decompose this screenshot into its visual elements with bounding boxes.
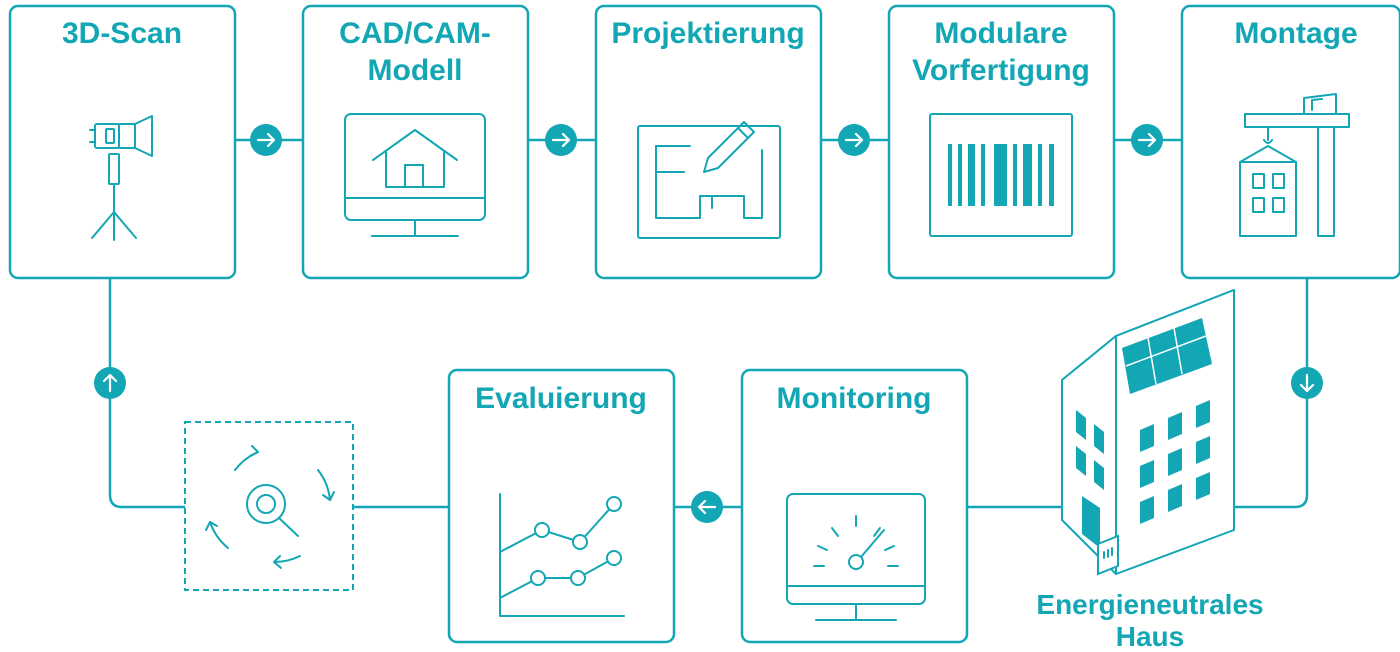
arrow-left-icon [691,491,723,523]
camera-tripod-icon [89,115,153,241]
arrow-right-icon [545,124,577,156]
monitor-gauge-icon [786,493,926,621]
step-title-line1: Modulare [934,17,1067,50]
cycle-box [184,421,354,591]
step-title-line2: Vorfertigung [912,54,1090,87]
arrow-up-icon [94,367,126,399]
house-label-line2: Haus [1116,621,1184,652]
step-montage: Montage [1180,4,1400,280]
cycle-gear-search-icon [205,445,335,569]
step-title: Evaluierung [475,382,647,415]
energy-neutral-house: Energieneutrales Haus [1036,289,1264,652]
step-title: Montage [1234,17,1357,50]
step-modulare-vorfertigung: Modulare Vorfertigung [887,4,1116,280]
monitor-house-icon [344,113,486,237]
step-title-line2: Modell [368,54,463,87]
step-projektierung: Projektierung [594,4,823,280]
step-evaluierung: Evaluierung [447,368,676,644]
step-cad-cam-model: CAD/CAM- Modell [301,4,530,280]
arrow-right-icon [250,124,282,156]
house-label-line1: Energieneutrales [1036,589,1263,620]
step-title: 3D-Scan [62,17,182,50]
line-chart-icon [499,493,625,617]
step-monitoring: Monitoring [740,368,969,644]
arrow-right-icon [838,124,870,156]
energy-neutral-house-icon [1061,289,1235,576]
step-3d-scan: 3D-Scan [8,4,237,280]
arrow-down-icon [1291,367,1323,399]
crane-building-icon [1239,93,1350,237]
step-title-line1: CAD/CAM- [339,17,491,50]
arrow-right-icon [1131,124,1163,156]
step-title: Monitoring [777,382,932,415]
modular-elements-icon [929,113,1073,237]
step-title: Projektierung [611,17,804,50]
floorplan-pencil-icon [637,121,781,239]
